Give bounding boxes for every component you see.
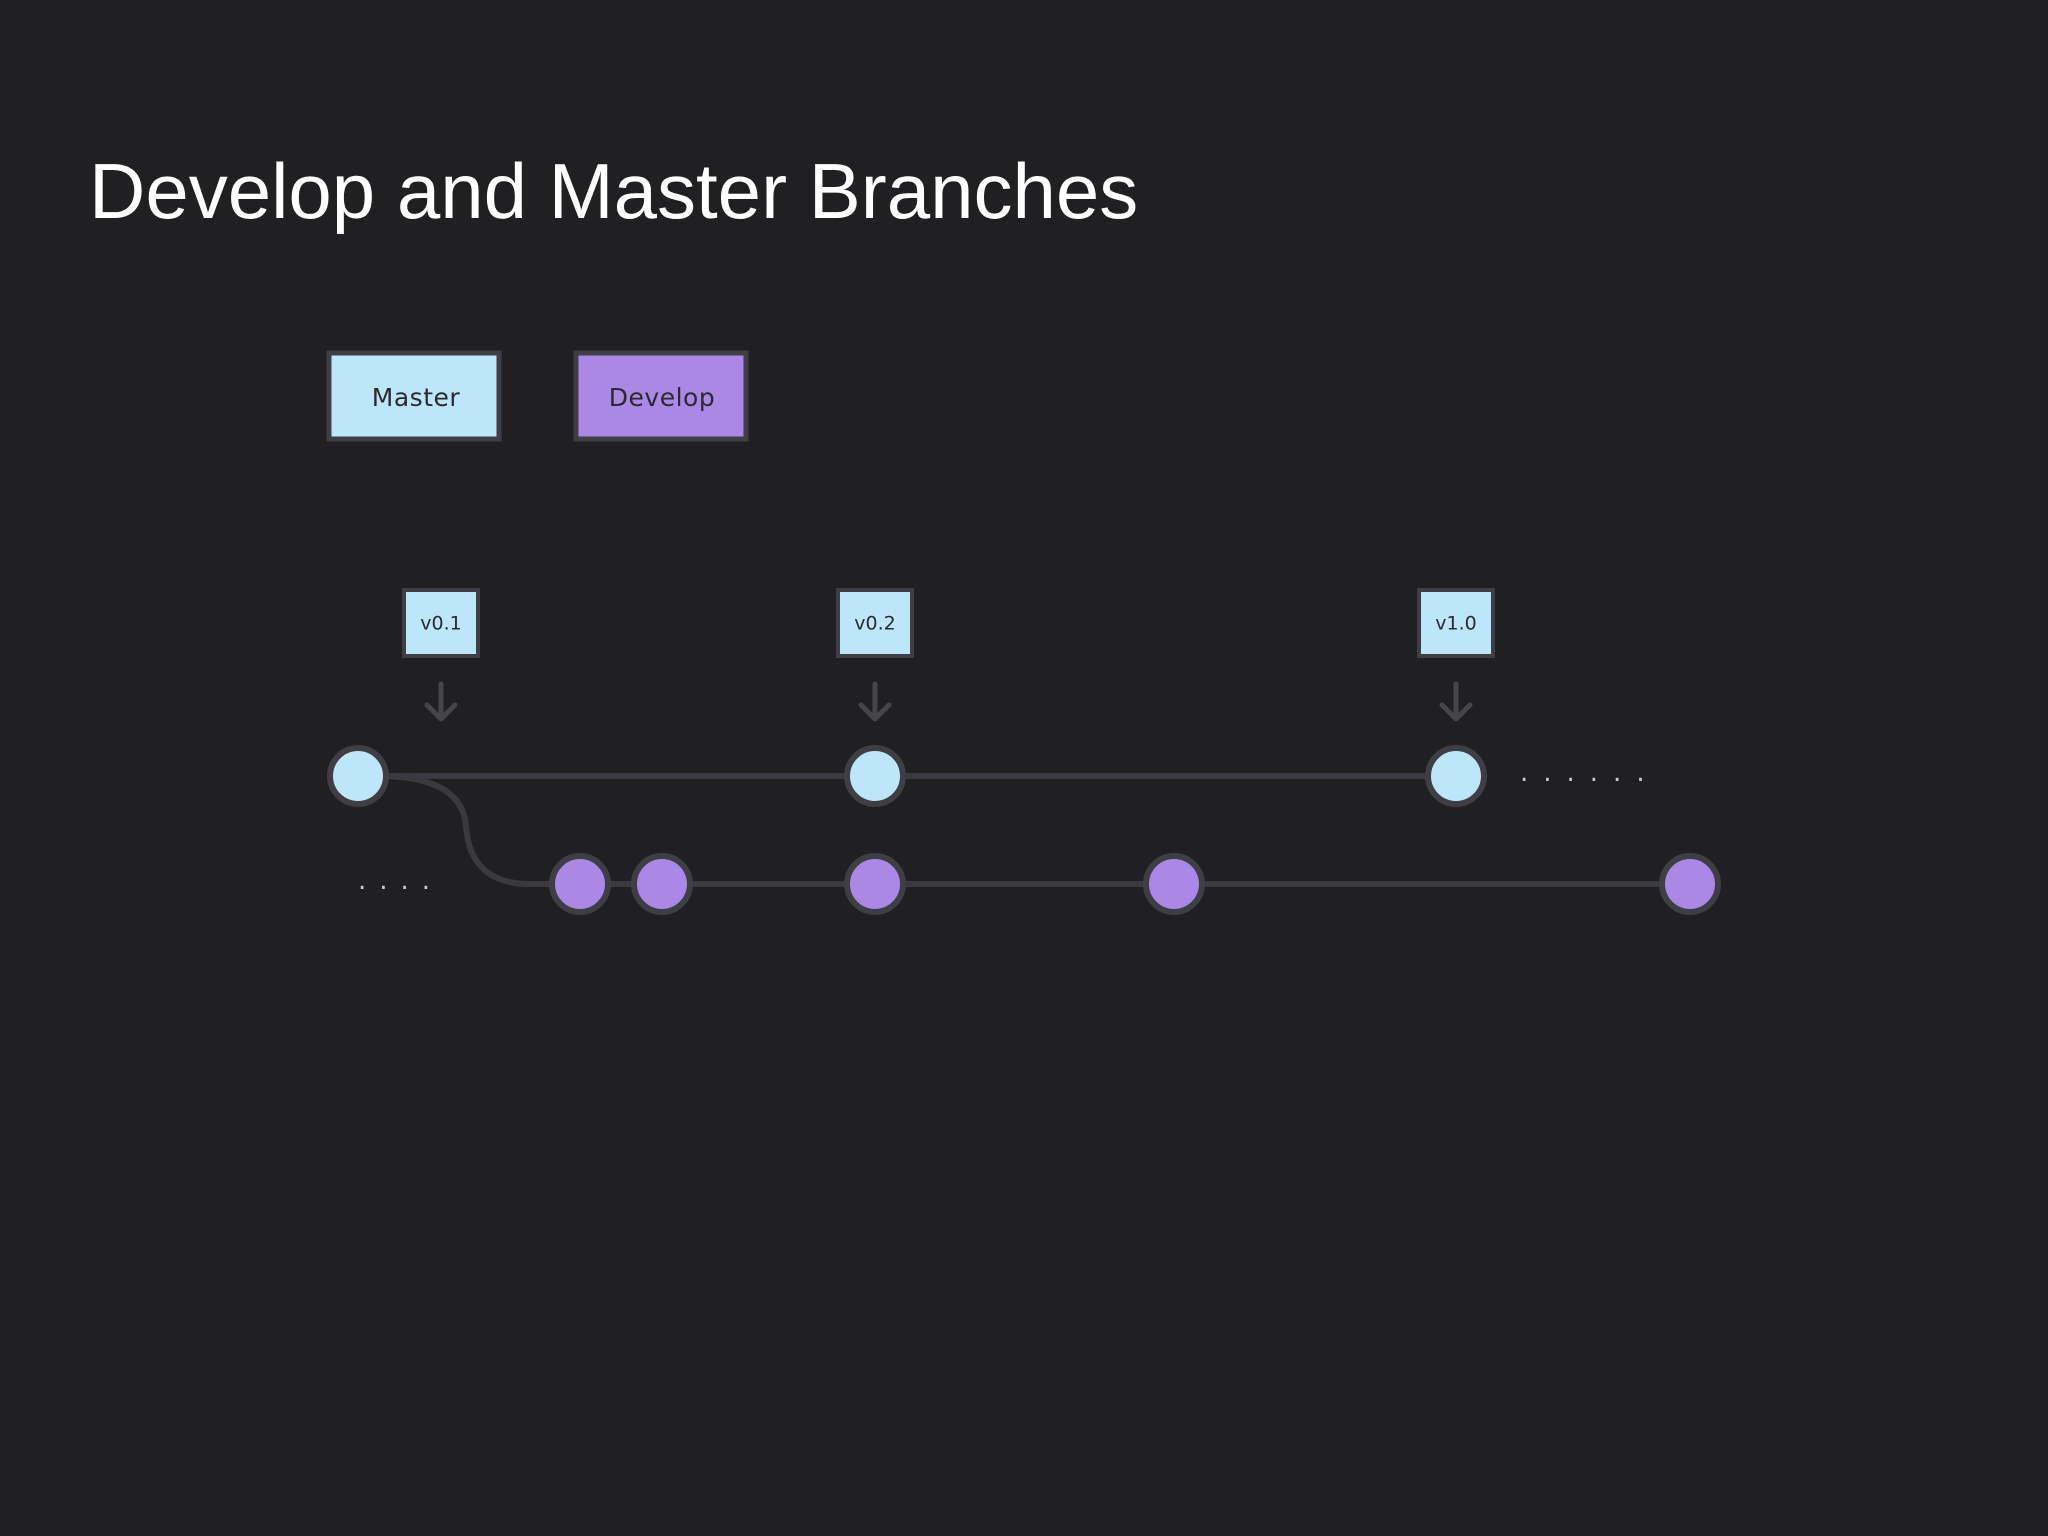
tag-v1-0-label: v1.0: [1435, 613, 1476, 635]
legend-develop-label: Develop: [609, 383, 715, 412]
master-commits: [327, 745, 1487, 807]
slide-title: Develop and Master Branches: [89, 147, 1139, 235]
develop-commit: [1143, 853, 1205, 915]
tag-v1-0-box: [1417, 588, 1495, 658]
legend-develop: Develop: [573, 350, 749, 442]
tag-v0-1-box: [402, 588, 480, 658]
master-trailing-continuation: ......: [1520, 758, 1660, 788]
develop-commits: [549, 853, 1721, 915]
master-commit-v1-0: [1425, 745, 1487, 807]
develop-commit: [549, 853, 611, 915]
tag-v1-0-arrow-icon: [1439, 681, 1473, 722]
version-tags: v0.1 v0.2 v1.0: [402, 588, 1495, 722]
legend-master-swatch: [326, 350, 502, 442]
branch-lines: [358, 773, 1690, 887]
legend: Master Develop: [326, 350, 749, 442]
legend-master-label: Master: [372, 383, 461, 412]
develop-branch-curve: [377, 773, 582, 887]
develop-commit: [844, 853, 906, 915]
tag-v0-2: v0.2: [836, 588, 914, 722]
tag-v0-1-label: v0.1: [420, 613, 461, 635]
develop-commit: [1659, 853, 1721, 915]
tag-v0-2-label: v0.2: [854, 613, 895, 635]
master-commit-v0-2: [844, 745, 906, 807]
legend-develop-swatch: [573, 350, 749, 442]
develop-leading-continuation: ....: [358, 866, 443, 896]
tag-v0-1-arrow-icon: [424, 681, 458, 722]
tag-v1-0: v1.0: [1417, 588, 1495, 722]
tag-v0-1: v0.1: [402, 588, 480, 722]
tag-v0-2-arrow-icon: [858, 681, 892, 722]
develop-commit: [631, 853, 693, 915]
legend-master: Master: [326, 350, 502, 442]
master-commit-v0-1: [327, 745, 389, 807]
tag-v0-2-box: [836, 588, 914, 658]
